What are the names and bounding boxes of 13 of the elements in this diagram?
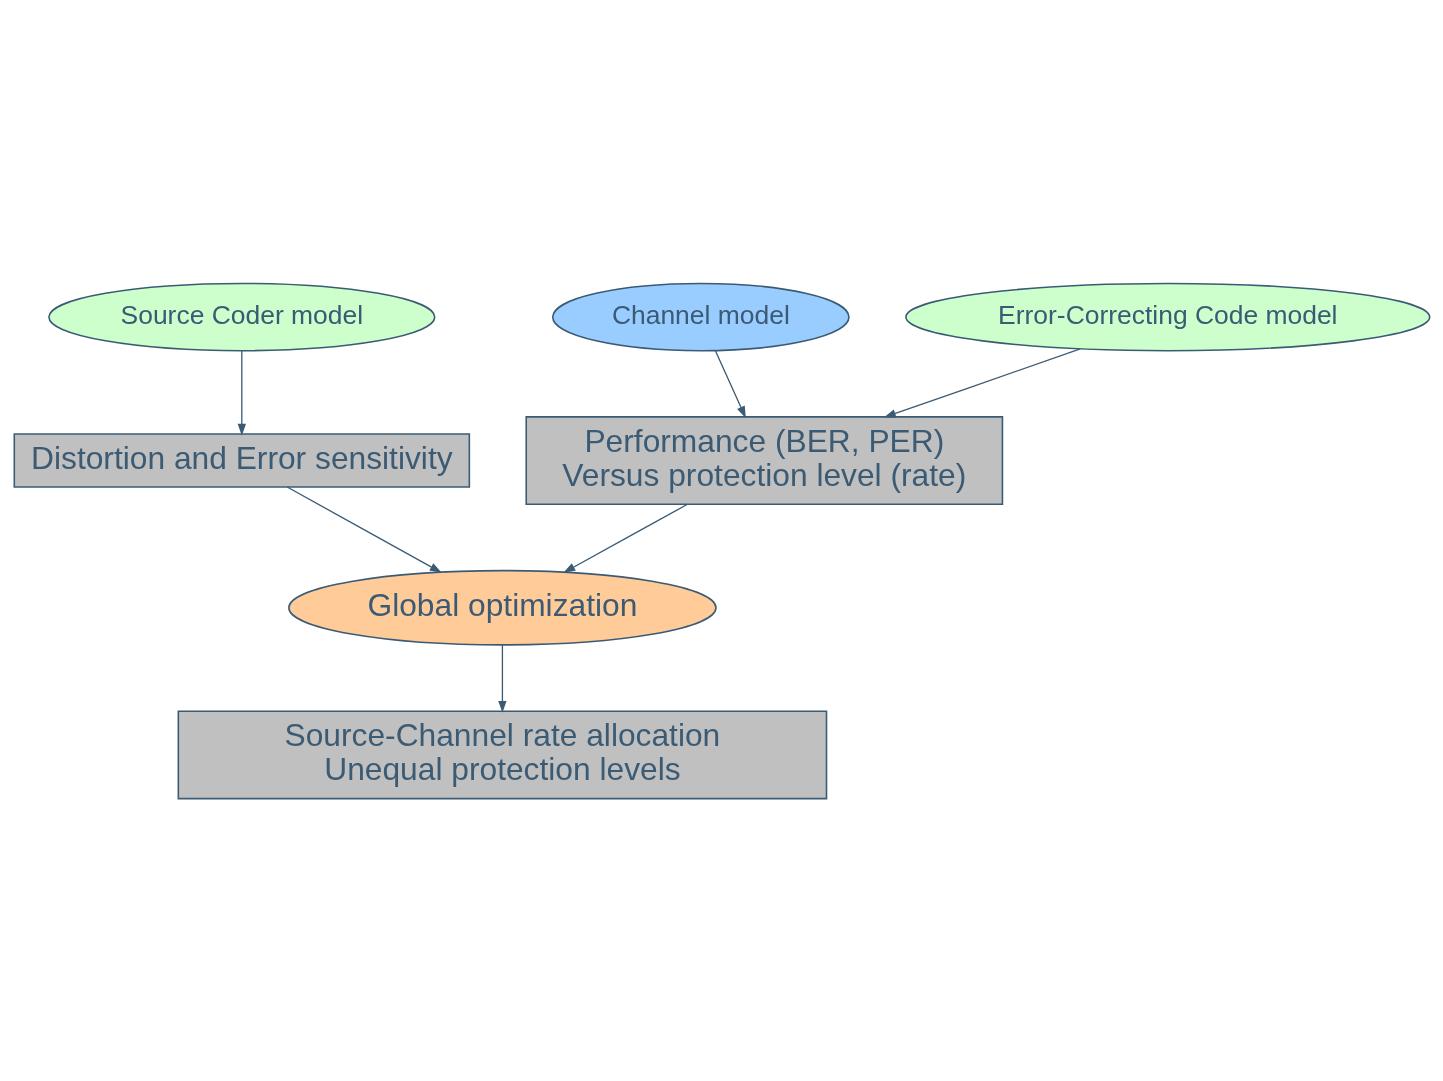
node-box: Distortion and Error sensitivity bbox=[13, 432, 470, 488]
node-ellipse: Error-Correcting Code model bbox=[904, 282, 1430, 351]
arrow bbox=[883, 347, 1081, 417]
arrow bbox=[497, 644, 507, 713]
arrow bbox=[286, 485, 442, 573]
node-ellipse: Source Coder model bbox=[47, 282, 436, 351]
arrow bbox=[237, 349, 246, 436]
arrow bbox=[562, 503, 688, 573]
node-box: Source-Channel rate allocation Unequal protection levels bbox=[177, 710, 827, 799]
arrow bbox=[714, 349, 746, 418]
node-ellipse: Channel model bbox=[551, 282, 850, 351]
node-box: Performance (BER, PER) Versus protection level (rate) bbox=[524, 415, 1003, 505]
node-ellipse: Global optimization bbox=[287, 569, 717, 646]
